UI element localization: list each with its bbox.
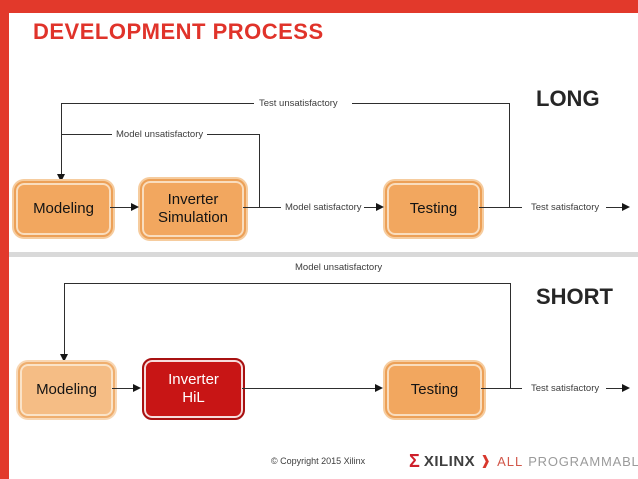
flow-line <box>510 283 511 389</box>
box-label-line1: Inverter <box>167 191 219 208</box>
box-label-line2: HiL <box>182 389 205 406</box>
box-label: Testing <box>410 381 459 398</box>
page-title: DEVELOPMENT PROCESS <box>33 19 324 44</box>
flow-line <box>243 207 281 208</box>
arrowhead-right <box>622 384 630 392</box>
box-testing-short: Testing <box>385 362 484 418</box>
xilinx-logo: Σ XILINX ❱ ALL PROGRAMMABLE. <box>409 450 638 472</box>
xilinx-wordmark: XILINX <box>423 452 476 470</box>
flow-line <box>259 134 260 208</box>
box-modeling-long: Modeling <box>14 181 113 237</box>
logo-programmable-text: PROGRAMMABLE. <box>528 453 638 469</box>
box-label-line2: Simulation <box>157 209 229 226</box>
arrowhead-down <box>60 354 68 362</box>
arrowhead-right <box>375 384 383 392</box>
flow-line <box>479 207 522 208</box>
flow-line <box>112 388 134 389</box>
flow-line <box>352 103 509 104</box>
xilinx-mark-icon: Σ <box>409 451 420 471</box>
long-tag: LONG <box>536 86 600 111</box>
box-label: Modeling <box>33 200 94 217</box>
edge-label-test-satisfactory-short: Test satisfactory <box>531 383 600 394</box>
arrowhead-right <box>622 203 630 211</box>
flow-line <box>64 283 65 355</box>
edge-label-test-unsatisfactory: Test unsatisfactory <box>259 98 338 109</box>
box-label: Testing <box>409 200 458 217</box>
box-inverter-hil: Inverter HiL <box>142 358 245 420</box>
box-label-line1: Inverter <box>168 371 219 388</box>
copyright-text: © Copyright 2015 Xilinx <box>271 456 366 466</box>
flow-line <box>61 103 254 104</box>
edge-label-test-satisfactory-long: Test satisfactory <box>531 202 600 213</box>
logo-all-text: ALL <box>497 453 524 469</box>
flow-line <box>207 134 259 135</box>
flow-line <box>61 134 112 135</box>
flow-line <box>606 388 623 389</box>
arrowhead-right <box>376 203 384 211</box>
flow-line <box>110 207 132 208</box>
box-modeling-short: Modeling <box>18 362 115 418</box>
edge-label-model-unsatisfactory-short: Model unsatisfactory <box>295 262 383 273</box>
edge-label-model-satisfactory: Model satisfactory <box>285 202 362 213</box>
edge-label-model-unsatisfactory: Model unsatisfactory <box>116 129 204 140</box>
flow-line <box>509 103 510 207</box>
arrowhead-right <box>131 203 139 211</box>
flow-line <box>242 388 376 389</box>
box-label: Modeling <box>36 381 97 398</box>
box-testing-long: Testing <box>385 181 482 237</box>
flow-line <box>61 103 62 175</box>
flow-line <box>481 388 522 389</box>
flow-line <box>364 207 377 208</box>
flow-line <box>64 283 510 284</box>
left-red-bar <box>0 0 9 479</box>
section-divider <box>9 252 638 257</box>
short-tag: SHORT <box>536 284 613 309</box>
arrowhead-right <box>133 384 141 392</box>
flow-line <box>606 207 623 208</box>
arrowhead-down <box>57 174 65 182</box>
box-inverter-simulation: Inverter Simulation <box>140 179 246 239</box>
chevron-right-icon: ❱ <box>480 453 492 468</box>
top-red-bar <box>0 0 638 13</box>
